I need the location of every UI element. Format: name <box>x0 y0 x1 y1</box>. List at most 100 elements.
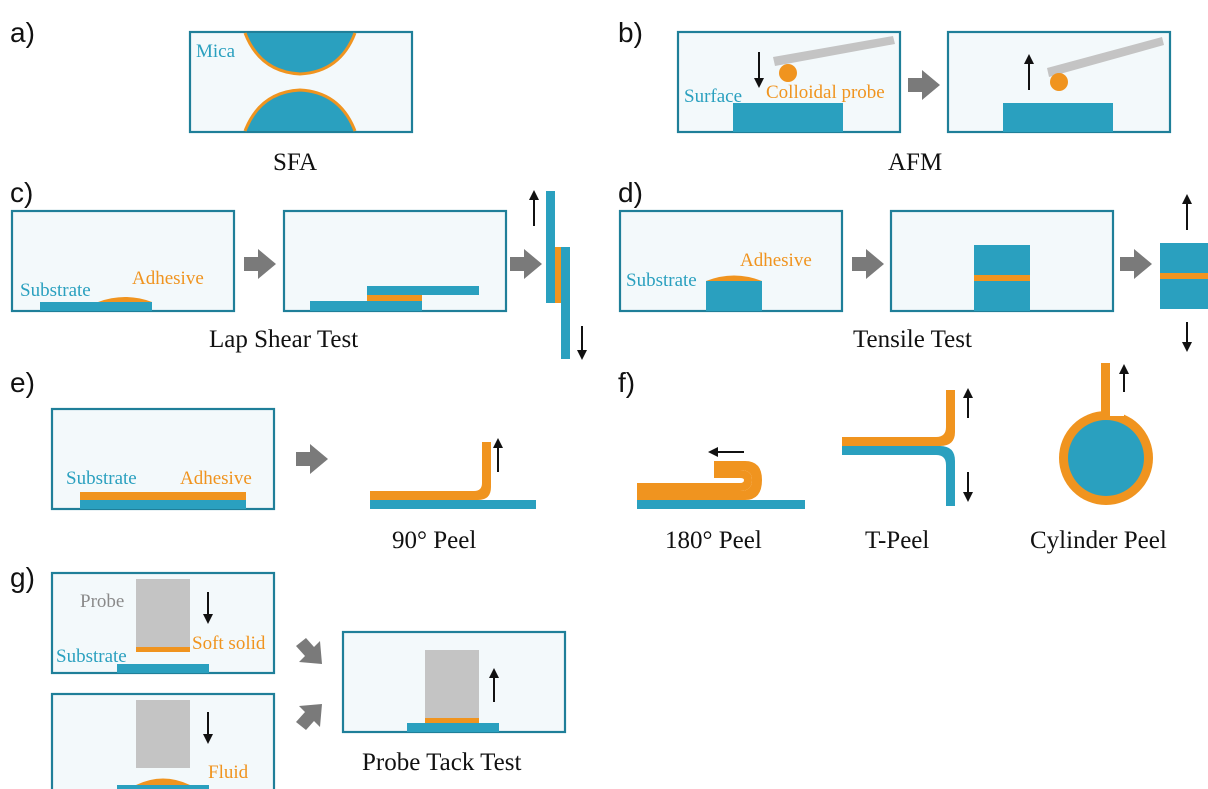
peel180-substrate <box>637 500 805 509</box>
lap-substrate-label: Substrate <box>20 280 91 301</box>
colloidal-probe-label: Colloidal probe <box>766 82 885 103</box>
up-arrowhead-icon <box>1024 54 1034 64</box>
up-arrowhead-icon <box>1119 364 1129 374</box>
lap-box-1 <box>10 209 236 313</box>
cylinder-body <box>1068 420 1144 496</box>
lap-vertical-lower <box>561 247 570 359</box>
lap-substrate-1 <box>40 302 152 311</box>
down-arrowhead-icon <box>963 492 973 502</box>
lap-adhesive-label: Adhesive <box>132 268 204 289</box>
peel90-substrate-label: Substrate <box>66 468 137 489</box>
down-arrowhead-icon <box>203 734 213 744</box>
tensile-caption: Tensile Test <box>853 326 972 353</box>
tensile-lower-block <box>974 281 1030 311</box>
tensile-adhesive-layer <box>974 275 1030 281</box>
tack-fluid-drop <box>136 778 190 785</box>
peel90-caption: 90° Peel <box>392 527 476 554</box>
afm-surface-2 <box>1003 103 1113 132</box>
afm-caption: AFM <box>888 149 942 176</box>
lap-vertical-adhesive <box>555 247 561 303</box>
peel180-peeled-adhesive <box>637 470 752 491</box>
peel180-loop <box>637 461 762 500</box>
tensile-adhesive-label: Adhesive <box>740 250 812 271</box>
up-arrowhead-icon <box>493 438 503 448</box>
peel90-substrate-result <box>370 500 536 509</box>
afm-surface-1 <box>733 103 843 132</box>
panel-c: c) Substrate Adhesive Lap Shear Test <box>10 177 587 360</box>
tack-probe-label: Probe <box>80 591 124 612</box>
lap-adhesive-layer <box>367 295 422 301</box>
tpeel-lower-arm <box>842 446 955 506</box>
tensile-substrate-1 <box>706 281 762 311</box>
down-arrowhead-icon <box>754 78 764 88</box>
panel-e: e) Substrate Adhesive 90° Peel <box>10 367 536 554</box>
tack-substrate-2 <box>117 785 209 789</box>
transition-arrow-icon <box>852 249 884 279</box>
up-arrowhead-icon <box>489 668 499 678</box>
cylinder-peel-gap <box>1110 404 1124 416</box>
panel-letter-a: a) <box>10 17 35 48</box>
colloidal-probe-1 <box>779 64 797 82</box>
up-arrowhead-icon <box>963 388 973 398</box>
mica-bottom <box>245 90 355 131</box>
cylinder-peel-caption: Cylinder Peel <box>1030 527 1167 554</box>
panel-f: f) 180° Peel T-Peel Cylinder Peel <box>618 363 1167 554</box>
down-arrowhead-icon <box>1182 342 1192 352</box>
panel-d: d) Substrate Adhesive Tensile Test <box>618 177 1208 353</box>
tensile-adhesive-drop <box>706 275 762 281</box>
sfa-caption: SFA <box>273 149 317 176</box>
transition-arrow-icon <box>1120 249 1152 279</box>
lap-adhesive-drop <box>98 297 152 302</box>
down-arrowhead-icon <box>577 350 587 360</box>
tensile-substrate-label: Substrate <box>626 270 697 291</box>
mica-top <box>245 33 355 74</box>
peel90-adhesive-label: Adhesive <box>180 468 252 489</box>
afm-cantilever-2 <box>1047 37 1164 77</box>
mica-bottom-coating <box>243 88 357 132</box>
colloidal-probe-2 <box>1050 73 1068 91</box>
tensile-upper-block <box>974 245 1030 275</box>
converge-arrow-down-icon <box>296 638 322 664</box>
tack-probe-1 <box>136 579 190 647</box>
panel-letter-g: g) <box>10 562 35 593</box>
panel-g: g) Probe Soft solid Substrate Fluid Prob… <box>10 562 567 789</box>
mica-top-coating <box>243 32 357 76</box>
cylinder-peel-strip <box>1101 363 1110 413</box>
transition-arrow-icon <box>296 444 328 474</box>
panel-letter-f: f) <box>618 367 635 398</box>
transition-arrow-icon <box>244 249 276 279</box>
tensile-pulled-adhesive <box>1160 273 1208 279</box>
peel90-peeled-adhesive <box>370 442 491 500</box>
tack-fluid-label: Fluid <box>208 762 249 783</box>
panel-letter-c: c) <box>10 177 33 208</box>
tack-probe-result <box>425 650 479 718</box>
lap-substrate-2a <box>310 301 422 311</box>
tensile-pulled-lower <box>1160 279 1208 309</box>
tack-soft-solid-layer <box>136 647 190 652</box>
tack-substrate-1 <box>117 664 209 673</box>
probe-tack-caption: Probe Tack Test <box>362 749 521 776</box>
transition-arrow-icon <box>510 249 542 279</box>
panel-letter-e: e) <box>10 367 35 398</box>
tack-probe-2 <box>136 700 190 768</box>
panel-b: b) Surface Colloidal probe AFM <box>618 17 1172 176</box>
lap-vertical-upper <box>546 191 555 303</box>
panel-letter-b: b) <box>618 17 643 48</box>
left-arrowhead-icon <box>708 447 718 457</box>
tpeel-upper-arm <box>842 390 955 446</box>
tack-substrate-label: Substrate <box>56 646 127 667</box>
mica-label: Mica <box>196 41 236 62</box>
surface-label: Surface <box>684 86 742 107</box>
tensile-pulled-upper <box>1160 243 1208 273</box>
down-arrowhead-icon <box>203 614 213 624</box>
tpeel-caption: T-Peel <box>865 527 929 554</box>
peel180-caption: 180° Peel <box>665 527 762 554</box>
transition-arrow-icon <box>908 70 940 100</box>
lap-substrate-2b <box>367 286 479 295</box>
tack-soft-solid-label: Soft solid <box>192 633 266 654</box>
peel90-adhesive-layer <box>80 492 246 500</box>
tack-substrate-result <box>407 723 499 732</box>
up-arrowhead-icon <box>529 190 539 200</box>
lap-shear-caption: Lap Shear Test <box>209 326 358 353</box>
